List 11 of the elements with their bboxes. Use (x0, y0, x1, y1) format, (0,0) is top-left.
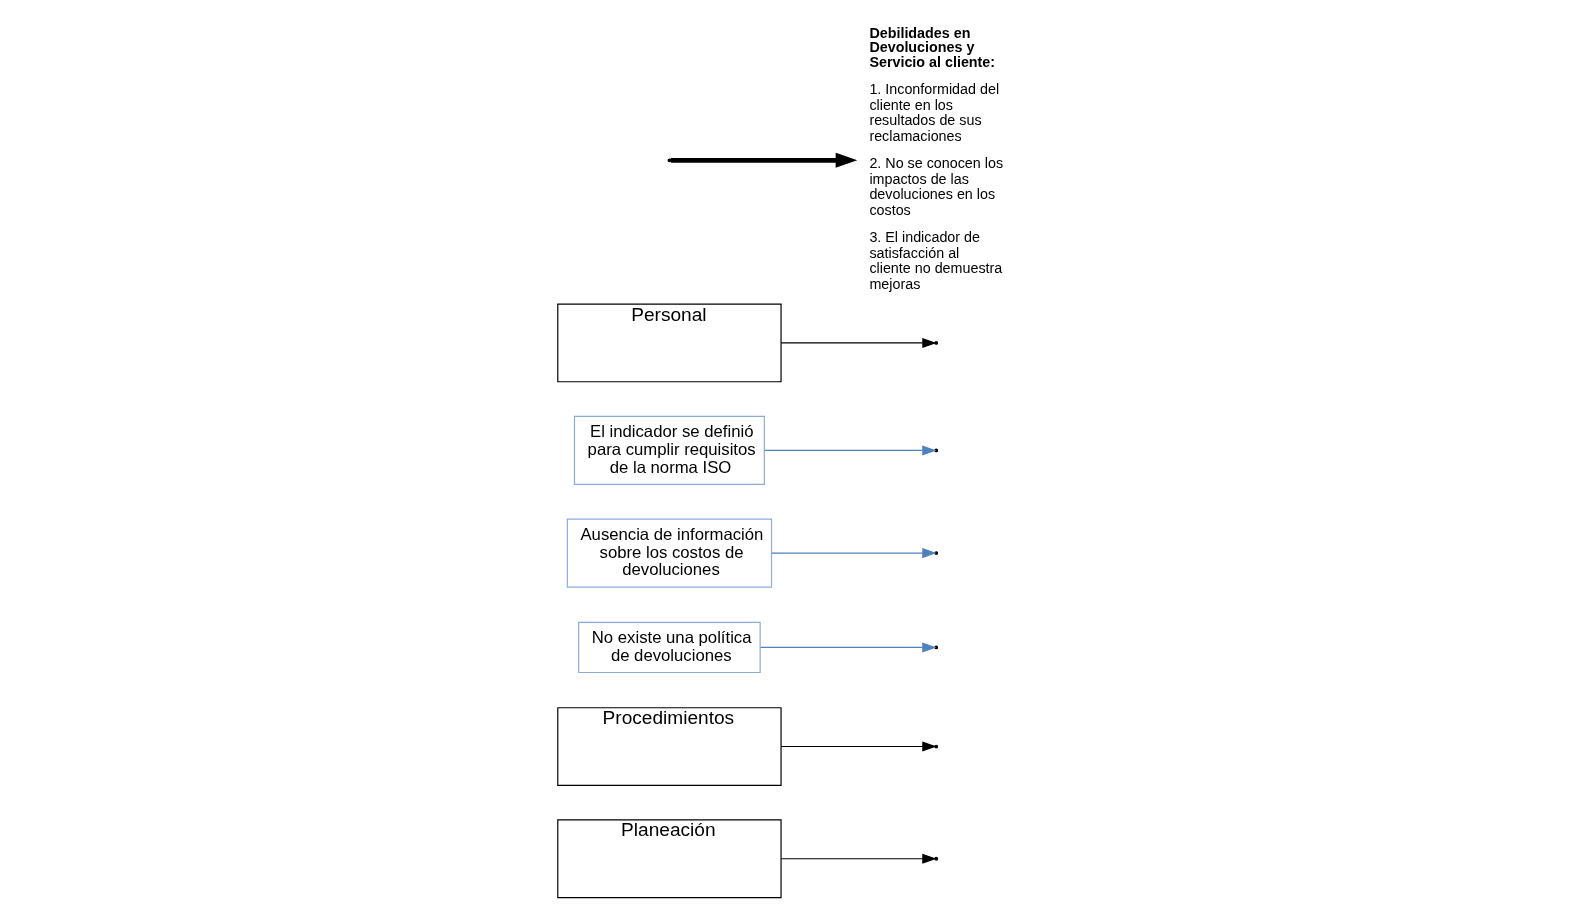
node-box: El indicador se definió para cumplir requisitos de la norma ISO (573, 415, 765, 486)
node-box: No existe una política de devoluciones (577, 621, 761, 674)
node-box: Ausencia de información sobre los costos de devoluciones (566, 518, 772, 588)
arrow (670, 152, 857, 168)
node-box: Procedimientos (556, 707, 782, 786)
arrow (770, 548, 937, 559)
node-box: Personal (556, 303, 782, 383)
node-text: Debilidades en Devoluciones y Servicio al cliente: 1. Inconformidad del cliente en los resultados de sus reclamaciones 2. No se conocen los impactos de las devoluciones en los costos 3. El indicador de satisfacción al cliente no demuestra mejoras (868, 25, 1003, 292)
arrow (780, 337, 937, 348)
arrow (780, 853, 937, 864)
node-box: Planeación (556, 819, 782, 899)
